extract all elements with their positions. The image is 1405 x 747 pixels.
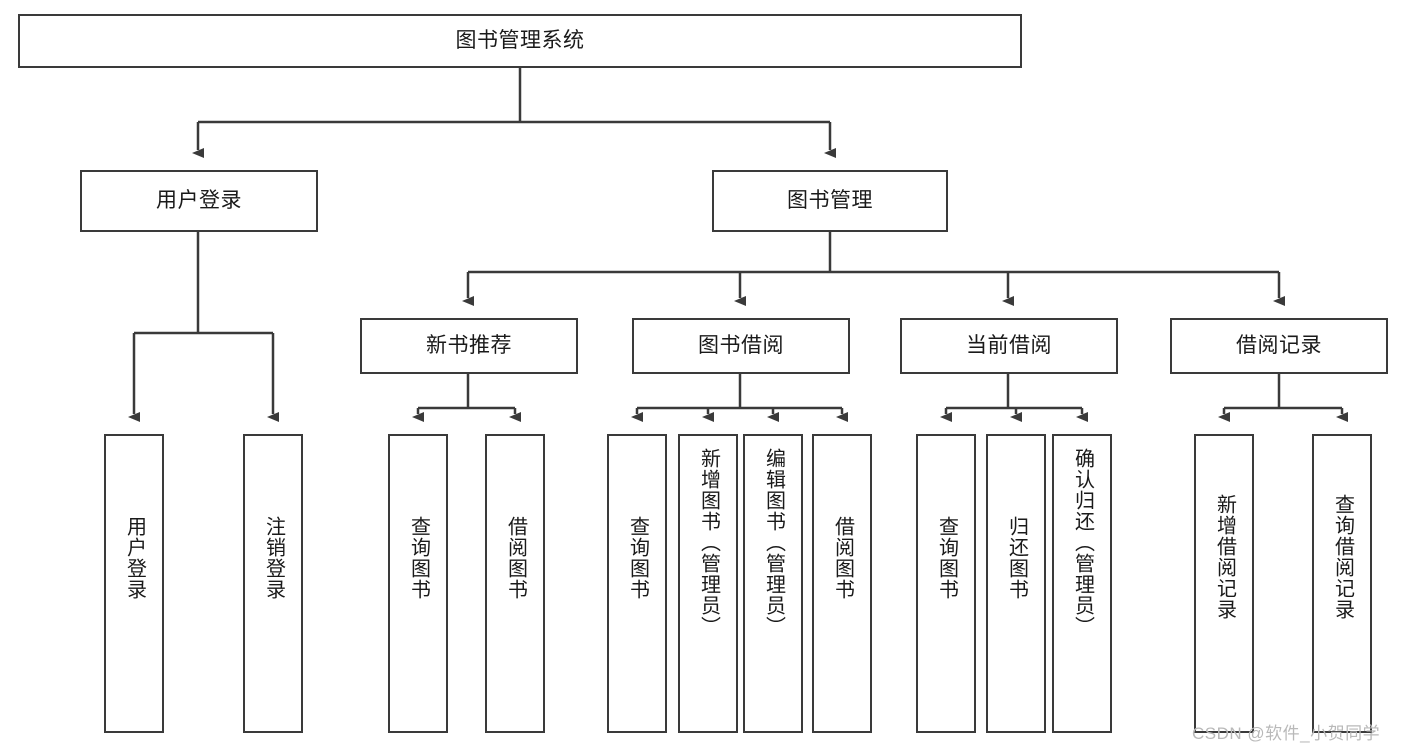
node-leaf-query-record[interactable]: 查询借阅记录 <box>1312 434 1372 733</box>
node-leaf-user-logout[interactable]: 注销登录 <box>243 434 303 733</box>
node-borrow-record-label: 借阅记录 <box>1236 334 1322 358</box>
node-leaf-query-book-1-label: 查询图书 <box>407 516 430 600</box>
node-root[interactable]: 图书管理系统 <box>18 14 1022 68</box>
node-leaf-borrow-book-1-label: 借阅图书 <box>504 516 527 600</box>
node-leaf-add-record[interactable]: 新增借阅记录 <box>1194 434 1254 733</box>
node-leaf-return-book-label: 归还图书 <box>1005 516 1028 600</box>
node-leaf-query-record-label: 查询借阅记录 <box>1331 494 1354 620</box>
node-leaf-query-book-1[interactable]: 查询图书 <box>388 434 448 733</box>
node-root-label: 图书管理系统 <box>455 29 585 53</box>
node-leaf-add-book[interactable]: 新增图书（管理员） <box>678 434 738 733</box>
node-leaf-edit-book-label: 编辑图书（管理员） <box>762 448 785 637</box>
node-new-book-rec-label: 新书推荐 <box>426 334 512 358</box>
node-leaf-query-book-3-label: 查询图书 <box>935 516 958 600</box>
node-book-borrow[interactable]: 图书借阅 <box>632 318 850 374</box>
node-borrow-record[interactable]: 借阅记录 <box>1170 318 1388 374</box>
node-leaf-add-book-label: 新增图书（管理员） <box>697 448 720 637</box>
node-new-book-rec[interactable]: 新书推荐 <box>360 318 578 374</box>
node-user-login-label: 用户登录 <box>156 189 242 213</box>
node-leaf-user-logout-label: 注销登录 <box>262 516 285 600</box>
node-book-manage-label: 图书管理 <box>787 189 873 213</box>
node-leaf-query-book-3[interactable]: 查询图书 <box>916 434 976 733</box>
node-leaf-query-book-2[interactable]: 查询图书 <box>607 434 667 733</box>
node-leaf-add-record-label: 新增借阅记录 <box>1213 494 1236 620</box>
node-leaf-borrow-book-2-label: 借阅图书 <box>831 516 854 600</box>
node-user-login[interactable]: 用户登录 <box>80 170 318 232</box>
node-book-manage[interactable]: 图书管理 <box>712 170 948 232</box>
node-leaf-edit-book[interactable]: 编辑图书（管理员） <box>743 434 803 733</box>
node-leaf-user-login[interactable]: 用户登录 <box>104 434 164 733</box>
node-current-borrow[interactable]: 当前借阅 <box>900 318 1118 374</box>
node-leaf-borrow-book-2[interactable]: 借阅图书 <box>812 434 872 733</box>
node-leaf-user-login-label: 用户登录 <box>123 516 146 600</box>
node-book-borrow-label: 图书借阅 <box>698 334 784 358</box>
csdn-watermark: CSDN @软件_小贺同学 <box>1192 724 1381 743</box>
node-leaf-borrow-book-1[interactable]: 借阅图书 <box>485 434 545 733</box>
node-leaf-confirm-return[interactable]: 确认归还（管理员） <box>1052 434 1112 733</box>
node-leaf-query-book-2-label: 查询图书 <box>626 516 649 600</box>
node-leaf-confirm-return-label: 确认归还（管理员） <box>1071 448 1094 637</box>
node-current-borrow-label: 当前借阅 <box>966 334 1052 358</box>
node-leaf-return-book[interactable]: 归还图书 <box>986 434 1046 733</box>
